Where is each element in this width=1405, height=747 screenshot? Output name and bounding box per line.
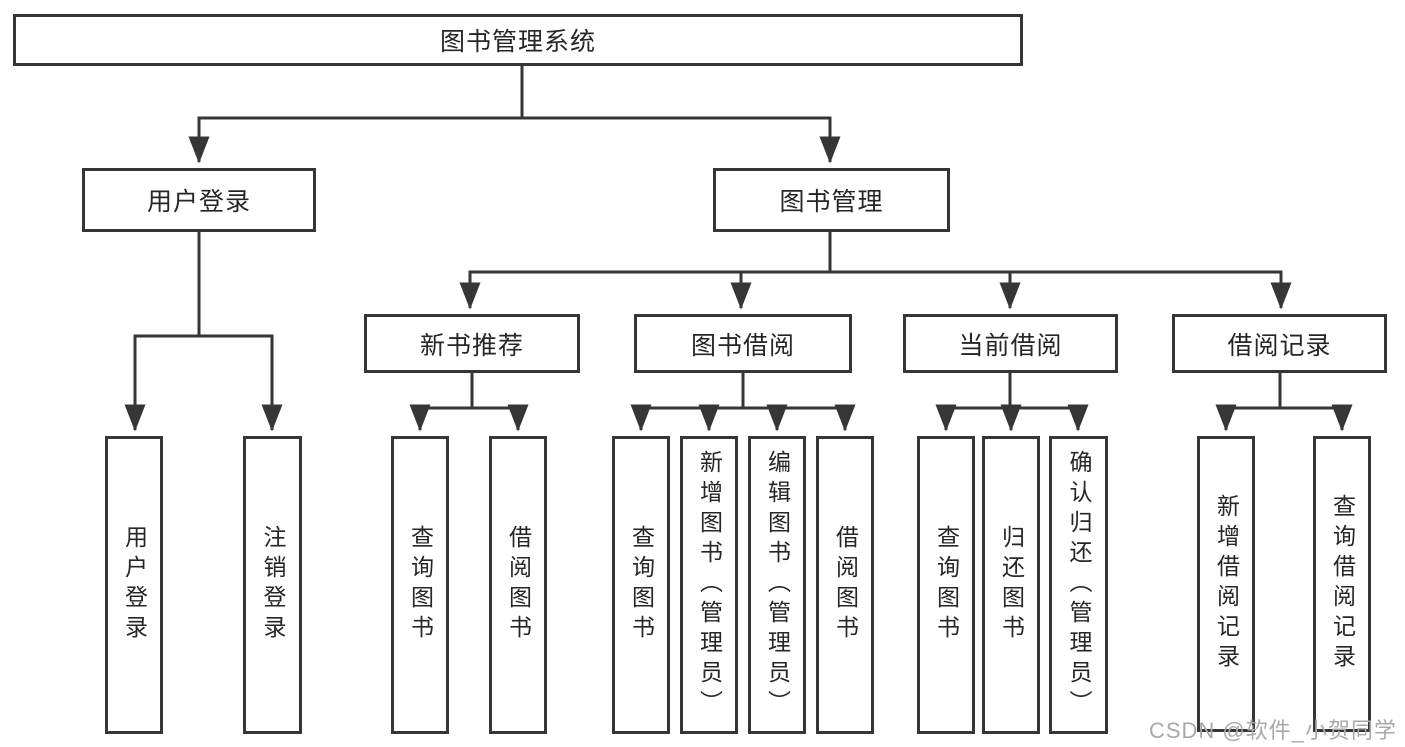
leaf-user-login-label: 用户登录	[121, 525, 148, 645]
node-book-management-label: 图书管理	[779, 188, 884, 216]
node-book-borrow-label: 图书借阅	[690, 331, 795, 360]
leaf-logout: 注销登录	[243, 436, 302, 734]
leaf-nbr-query-book-label: 查询图书	[407, 525, 434, 645]
node-borrow-records: 借阅记录	[1172, 314, 1387, 373]
leaf-cb-confirm-return-admin: 确认归还（管理员）	[1049, 436, 1108, 734]
node-new-book-recommend: 新书推荐	[364, 314, 580, 373]
node-new-book-recommend-label: 新书推荐	[419, 331, 524, 360]
leaf-user-login: 用户登录	[105, 436, 163, 734]
node-current-borrow: 当前借阅	[903, 314, 1118, 373]
leaf-bb-edit-book-admin-label: 编辑图书（管理员）	[764, 450, 791, 720]
leaf-bb-borrow-book: 借阅图书	[816, 436, 874, 734]
node-current-borrow-label: 当前借阅	[958, 331, 1063, 360]
leaf-bb-query-book-label: 查询图书	[628, 525, 655, 645]
leaf-br-add-record: 新增借阅记录	[1197, 436, 1255, 732]
leaf-cb-confirm-return-admin-label: 确认归还（管理员）	[1066, 450, 1092, 720]
leaf-nbr-borrow-book-label: 借阅图书	[505, 525, 532, 645]
node-root: 图书管理系统	[13, 14, 1023, 66]
leaf-cb-return-book: 归还图书	[982, 436, 1040, 734]
leaf-bb-add-book-admin: 新增图书（管理员）	[680, 436, 738, 734]
watermark: CSDN @软件_小贺同学	[1148, 718, 1397, 743]
node-borrow-records-label: 借阅记录	[1227, 331, 1332, 360]
node-root-label: 图书管理系统	[439, 28, 596, 56]
node-book-borrow: 图书借阅	[634, 314, 852, 373]
leaf-br-add-record-label: 新增借阅记录	[1213, 494, 1240, 674]
leaf-br-query-record: 查询借阅记录	[1313, 436, 1371, 732]
leaf-bb-edit-book-admin: 编辑图书（管理员）	[748, 436, 806, 734]
leaf-nbr-borrow-book: 借阅图书	[489, 436, 547, 734]
leaf-bb-add-book-admin-label: 新增图书（管理员）	[696, 450, 723, 720]
node-book-management: 图书管理	[713, 168, 950, 232]
leaf-cb-return-book-label: 归还图书	[998, 525, 1025, 645]
leaf-nbr-query-book: 查询图书	[391, 436, 449, 734]
leaf-logout-label: 注销登录	[260, 525, 286, 645]
node-user-login-label: 用户登录	[146, 188, 251, 216]
leaf-bb-query-book: 查询图书	[612, 436, 670, 734]
leaf-cb-query-book: 查询图书	[917, 436, 975, 734]
leaf-br-query-record-label: 查询借阅记录	[1329, 494, 1356, 674]
leaf-bb-borrow-book-label: 借阅图书	[832, 525, 859, 645]
leaf-cb-query-book-label: 查询图书	[933, 525, 960, 645]
node-user-login: 用户登录	[82, 168, 316, 232]
